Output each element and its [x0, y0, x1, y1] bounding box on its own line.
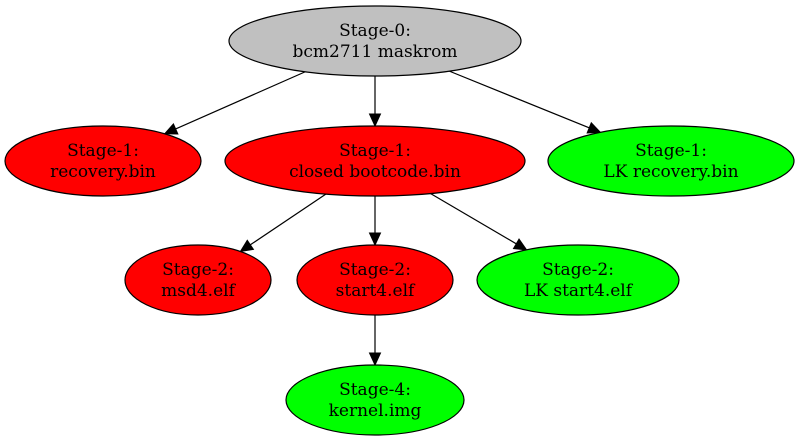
- node-subtitle: LK start4.elf: [524, 281, 634, 301]
- arrowhead-icon: [163, 123, 179, 135]
- node-stage1-closed-bootcode: Stage-1:closed bootcode.bin: [224, 125, 526, 197]
- node-subtitle: bcm2711 maskrom: [293, 42, 458, 62]
- edge-stage0-maskrom-to-stage1-closed-bootcode: [368, 76, 382, 128]
- node-title: Stage-1:: [635, 141, 707, 161]
- nodes: Stage-0:bcm2711 maskromStage-1:recovery.…: [4, 5, 795, 436]
- edge-stage2-start4-to-stage4-kernel: [368, 315, 382, 367]
- node-subtitle: closed bootcode.bin: [289, 162, 461, 182]
- edge-stage1-closed-bootcode-to-stage2-start4: [368, 196, 382, 247]
- node-stage1-lk-recovery: Stage-1:LK recovery.bin: [547, 125, 795, 197]
- node-stage0-maskrom: Stage-0:bcm2711 maskrom: [228, 5, 522, 77]
- node-ellipse: [285, 364, 465, 436]
- node-subtitle: kernel.img: [329, 401, 422, 421]
- node-ellipse: [124, 244, 272, 316]
- node-ellipse: [296, 244, 454, 316]
- node-stage2-start4: Stage-2:start4.elf: [296, 244, 454, 316]
- edge-line: [175, 71, 306, 130]
- node-stage4-kernel: Stage-4:kernel.img: [285, 364, 465, 436]
- node-title: Stage-1:: [67, 141, 139, 161]
- arrowhead-icon: [512, 238, 528, 251]
- node-stage1-recovery: Stage-1:recovery.bin: [4, 125, 202, 197]
- node-ellipse: [228, 5, 522, 77]
- node-ellipse: [476, 244, 680, 316]
- arrowhead-icon: [586, 121, 602, 134]
- node-subtitle: recovery.bin: [50, 162, 156, 182]
- node-ellipse: [547, 125, 795, 197]
- node-title: Stage-4:: [339, 380, 411, 400]
- edges: [163, 70, 602, 367]
- node-ellipse: [4, 125, 202, 197]
- arrowhead-icon: [368, 352, 382, 367]
- edge-line: [250, 193, 327, 246]
- node-ellipse: [224, 125, 526, 197]
- arrowhead-icon: [239, 239, 255, 253]
- node-title: Stage-2:: [339, 260, 411, 280]
- node-title: Stage-1:: [339, 141, 411, 161]
- arrowhead-icon: [368, 113, 382, 128]
- edge-line: [430, 193, 517, 245]
- edge-stage0-maskrom-to-stage1-recovery: [163, 71, 306, 135]
- edge-stage1-closed-bootcode-to-stage2-lk-start4: [430, 193, 528, 251]
- node-subtitle: start4.elf: [336, 281, 416, 301]
- edge-line: [449, 70, 590, 129]
- node-subtitle: msd4.elf: [161, 281, 236, 301]
- node-stage2-lk-start4: Stage-2:LK start4.elf: [476, 244, 680, 316]
- node-title: Stage-2:: [162, 260, 234, 280]
- edge-stage0-maskrom-to-stage1-lk-recovery: [449, 70, 602, 134]
- edge-stage1-closed-bootcode-to-stage2-msd4: [239, 193, 327, 253]
- node-title: Stage-2:: [542, 260, 614, 280]
- node-subtitle: LK recovery.bin: [603, 162, 738, 182]
- node-stage2-msd4: Stage-2:msd4.elf: [124, 244, 272, 316]
- arrowhead-icon: [368, 232, 382, 247]
- node-title: Stage-0:: [339, 21, 411, 41]
